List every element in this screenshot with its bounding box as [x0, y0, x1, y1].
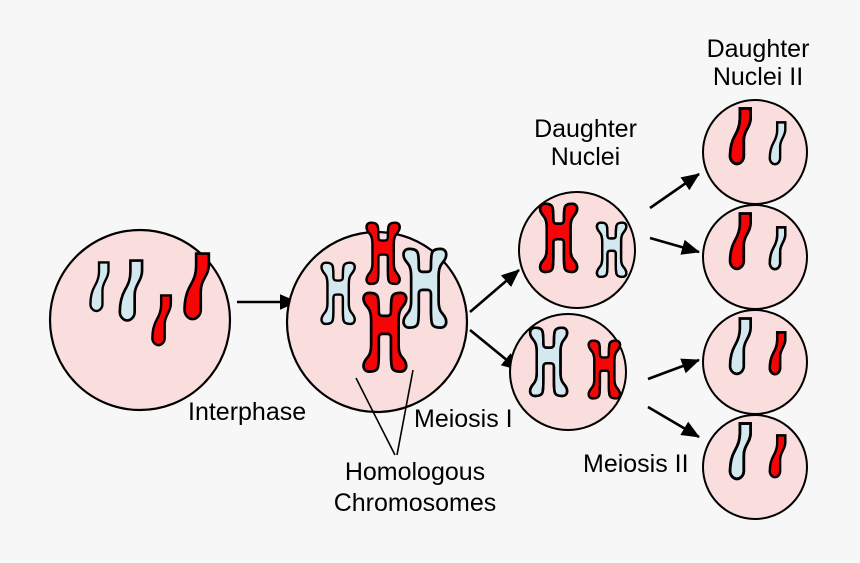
- label-homologous-chromosomes-line2: Chromosomes: [333, 489, 497, 517]
- cell-membrane-daughter-ii-1: [702, 99, 808, 205]
- chromosome-red-short-tip-blue: [768, 331, 787, 376]
- label-daughter-nuclei-ii-line2: Nuclei II: [712, 63, 804, 91]
- chromosome-red-long-tip-blue: [728, 107, 752, 166]
- chromosome-blue-long-tip-red: [728, 422, 752, 481]
- arrow-daughter-1-to-nucleus-ii-2: [649, 236, 700, 255]
- label-meiosis-ii: Meiosis II: [583, 450, 689, 478]
- label-daughter-nuclei-line1: Daughter: [534, 115, 637, 143]
- cell-membrane-interphase: [48, 228, 232, 412]
- chromosome-red-short-recombinant: [587, 339, 622, 400]
- cell-daughter-nucleus-ii-1: [702, 99, 808, 205]
- cell-daughter-nucleus-ii-3: [702, 309, 808, 415]
- cell-daughter-nucleus-ii-2: [702, 204, 808, 310]
- label-daughter-nuclei-ii-line1: Daughter: [706, 35, 810, 63]
- arrow-daughter-1-to-nucleus-ii-1: [649, 172, 700, 210]
- cell-daughter-nucleus-2: [509, 313, 627, 431]
- label-interphase: Interphase: [188, 398, 307, 426]
- arrow-daughter-2-to-nucleus-ii-4: [647, 405, 700, 439]
- label-homologous-chromosomes-line1: Homologous: [344, 458, 486, 486]
- cell-daughter-nucleus-1: [518, 191, 636, 309]
- arrow-daughter-2-to-nucleus-ii-3: [647, 358, 700, 381]
- cell-daughter-nucleus-ii-4: [702, 414, 808, 520]
- label-meiosis-i: Meiosis I: [414, 405, 513, 433]
- cell-membrane-daughter-ii-3: [702, 309, 808, 415]
- leader-line-red-homologous-pair: [355, 377, 396, 456]
- arrow-meiosis-i-to-daughter-1: [469, 269, 520, 313]
- cell-interphase: [48, 228, 232, 412]
- cell-membrane-daughter-ii-2: [702, 204, 808, 310]
- cell-membrane-daughter-ii-4: [702, 414, 808, 520]
- label-daughter-nuclei-line2: Nuclei: [550, 143, 621, 171]
- chromosome-blue-short-recombinant: [595, 221, 628, 279]
- leader-line-blue-homologous-pair: [396, 369, 414, 456]
- cell-meiosis-i: [285, 221, 469, 414]
- chromosome-blue-short-tip-red: [768, 226, 787, 271]
